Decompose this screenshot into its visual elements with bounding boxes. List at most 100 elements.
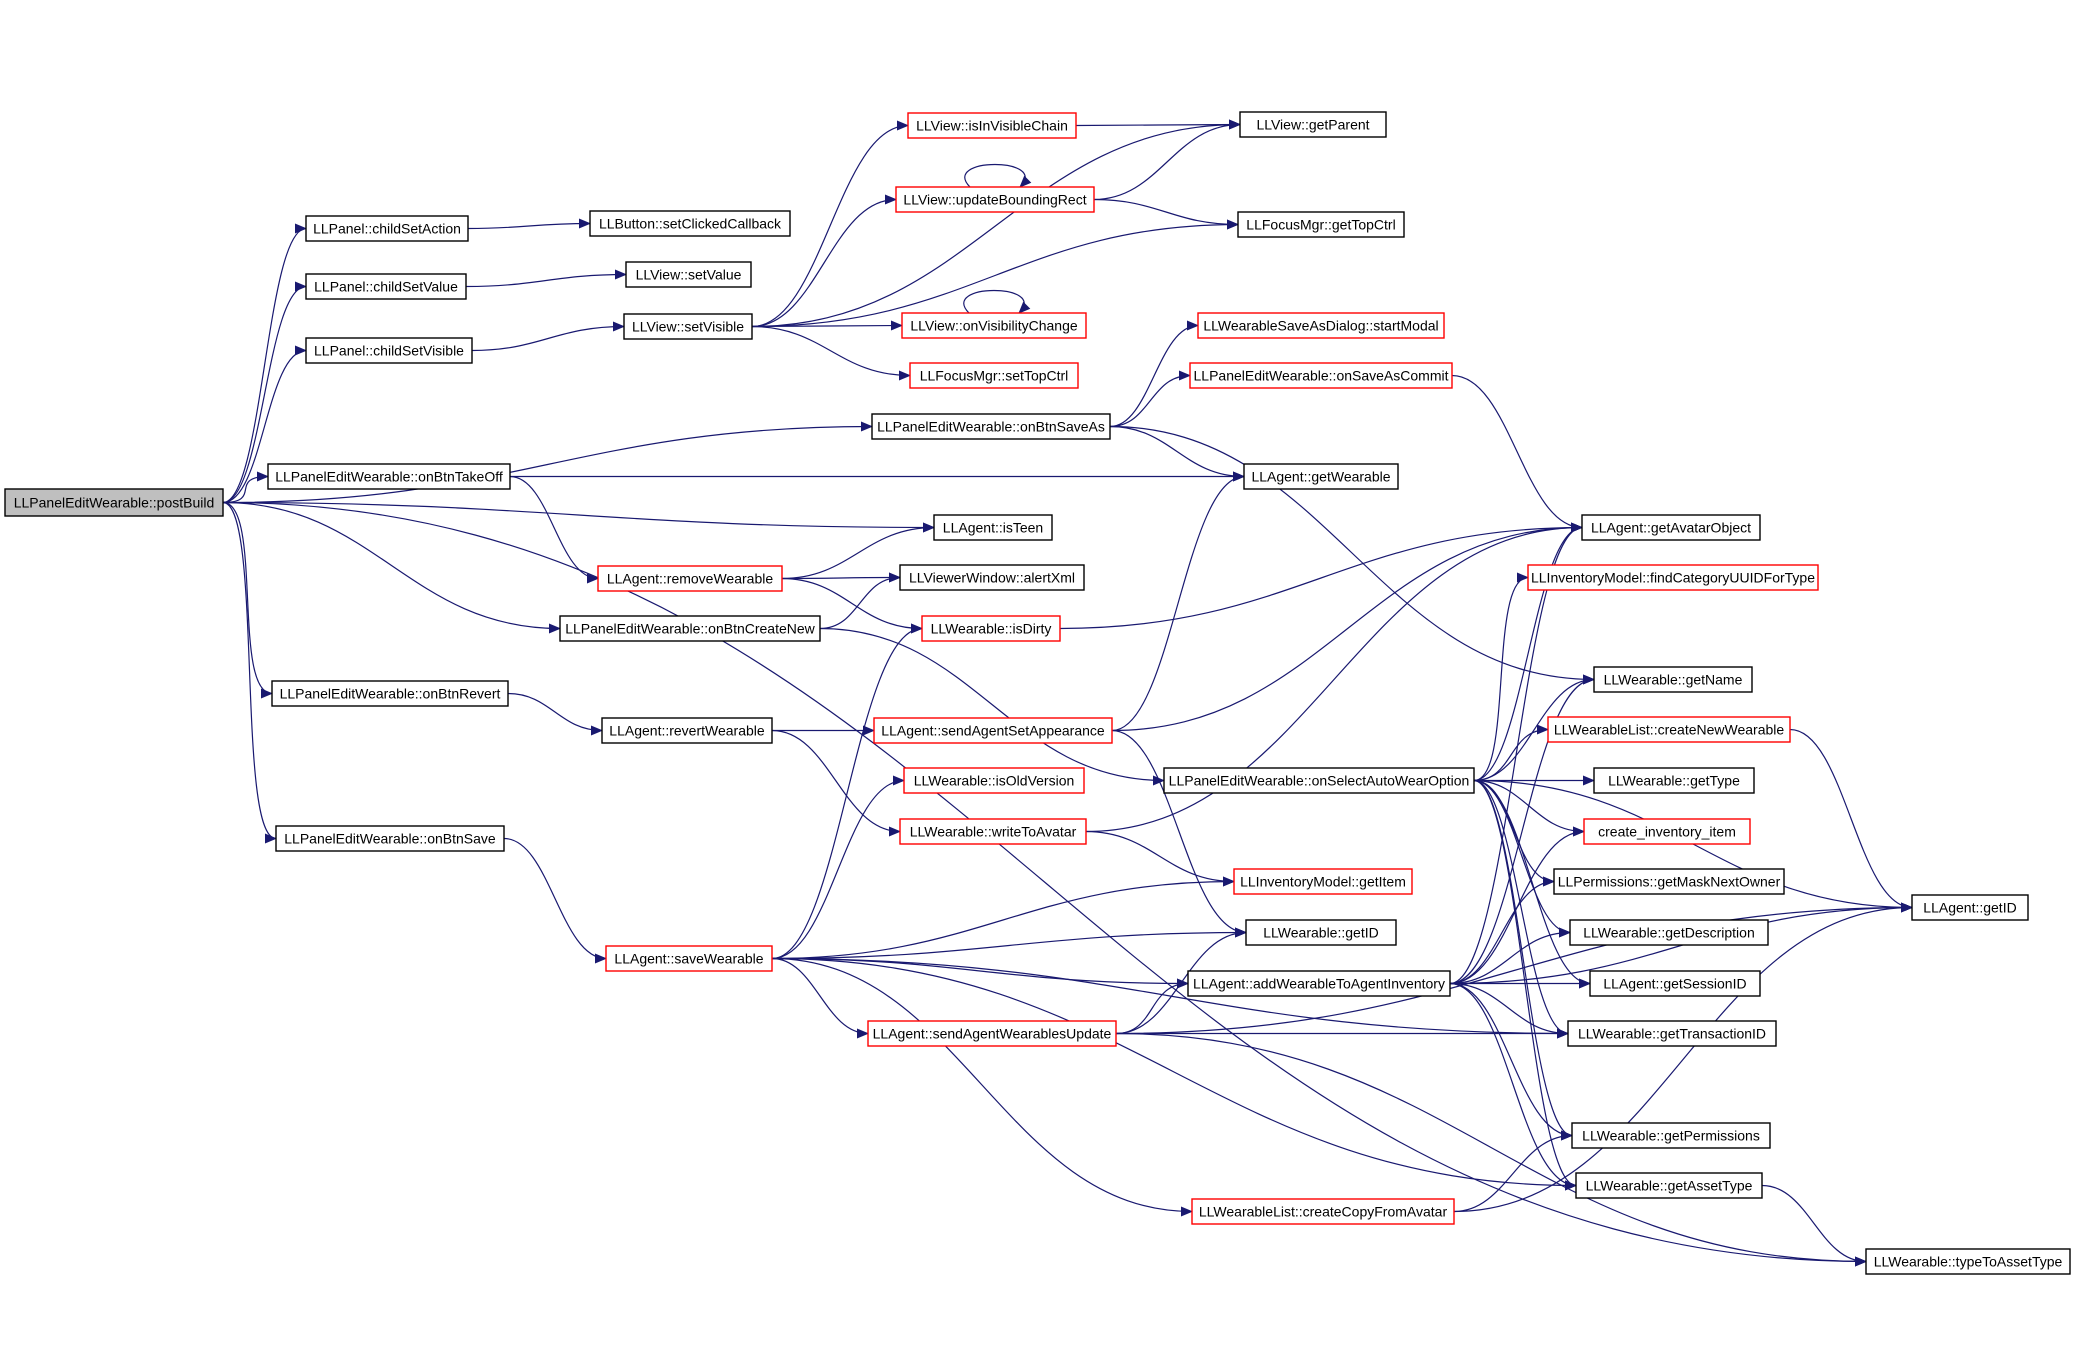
edge-isdirty-to-getavatarobject: [1059, 522, 1583, 630]
edge-removewearable-to-alertxml: [781, 572, 901, 583]
node-typetoassettype[interactable]: LLWearable::typeToAssetType: [1865, 1248, 2071, 1275]
node-box: [1583, 818, 1751, 845]
node-getid-agent[interactable]: LLAgent::getID: [1911, 894, 2029, 921]
node-isteen[interactable]: LLAgent::isTeen: [933, 514, 1053, 541]
node-getparent[interactable]: LLView::getParent: [1239, 111, 1387, 138]
node-label: LLView::updateBoundingRect: [903, 192, 1086, 208]
node-getmasknextowner[interactable]: LLPermissions::getMaskNextOwner: [1553, 868, 1785, 895]
node-label: LLWearable::getTransactionID: [1578, 1026, 1766, 1042]
node-getpermissions[interactable]: LLWearable::getPermissions: [1571, 1122, 1771, 1149]
node-box: [1567, 1020, 1777, 1047]
node-isoldversion[interactable]: LLWearable::isOldVersion: [903, 767, 1085, 794]
edge-sendagentsetappearance-to-getavatarobject: [1111, 522, 1583, 732]
node-label: LLAgent::saveWearable: [614, 951, 763, 967]
node-gettopctrl[interactable]: LLFocusMgr::getTopCtrl: [1237, 211, 1405, 238]
node-box: [1593, 767, 1755, 794]
node-setvalue[interactable]: LLView::setValue: [625, 261, 752, 288]
node-childsetvisible[interactable]: LLPanel::childSetVisible: [305, 337, 473, 364]
node-box: [271, 680, 509, 707]
node-label: LLWearable::getID: [1263, 925, 1378, 941]
node-box: [899, 818, 1087, 845]
node-box: [867, 1020, 1117, 1047]
node-childsetaction[interactable]: LLPanel::childSetAction: [305, 215, 469, 242]
edge-savewearable-to-sendagentwearablesupdate: [771, 957, 869, 1039]
node-setvisible[interactable]: LLView::setVisible: [623, 313, 753, 340]
node-box: [1569, 919, 1769, 946]
node-createnewwearable[interactable]: LLWearableList::createNewWearable: [1547, 716, 1791, 743]
edge-postbuild-to-childsetaction: [222, 223, 307, 504]
node-setclickedcallback[interactable]: LLButton::setClickedCallback: [589, 210, 791, 237]
node-label: LLInventoryModel::findCategoryUUIDForTyp…: [1531, 570, 1815, 586]
edge-onbtncreatenew-to-onselectautowearoption: [819, 627, 1165, 786]
edge-savewearable-to-isoldversion: [771, 775, 905, 960]
node-gettype[interactable]: LLWearable::getType: [1593, 767, 1755, 794]
edge-addwearabletoagentinventory-to-getmasknextowner: [1449, 876, 1555, 985]
edge-postbuild-to-isteen: [222, 501, 935, 533]
node-writetoavatar[interactable]: LLWearable::writeToAvatar: [899, 818, 1087, 845]
node-savewearable[interactable]: LLAgent::saveWearable: [605, 945, 773, 972]
node-onselectautowearoption[interactable]: LLPanelEditWearable::onSelectAutoWearOpt…: [1163, 767, 1475, 794]
node-gettransactionid[interactable]: LLWearable::getTransactionID: [1567, 1020, 1777, 1047]
edge-setvisible-to-onvisibilitychange: [751, 320, 903, 331]
node-getassettype[interactable]: LLWearable::getAssetType: [1575, 1172, 1763, 1199]
node-label: LLView::setValue: [636, 267, 742, 283]
node-getsessionid[interactable]: LLAgent::getSessionID: [1589, 970, 1761, 997]
edge-onbtnsaveas-to-onsaveascommit: [1109, 370, 1191, 428]
node-getitem[interactable]: LLInventoryModel::getItem: [1233, 868, 1413, 895]
node-postbuild[interactable]: LLPanelEditWearable::postBuild: [4, 488, 224, 517]
node-removewearable[interactable]: LLAgent::removeWearable: [597, 565, 783, 592]
node-label: LLInventoryModel::getItem: [1240, 874, 1406, 890]
node-onbtnsaveas[interactable]: LLPanelEditWearable::onBtnSaveAs: [871, 413, 1111, 440]
node-box: [1239, 111, 1387, 138]
node-sendagentwearablesupdate[interactable]: LLAgent::sendAgentWearablesUpdate: [867, 1020, 1117, 1047]
edge-addwearabletoagentinventory-to-gettransactionid: [1449, 982, 1569, 1039]
node-revertwearable[interactable]: LLAgent::revertWearable: [601, 717, 773, 744]
node-onsaveascommit[interactable]: LLPanelEditWearable::onSaveAsCommit: [1189, 362, 1453, 389]
edge-onbtnsaveas-to-startmodal: [1109, 320, 1199, 428]
node-startmodal[interactable]: LLWearableSaveAsDialog::startModal: [1197, 312, 1445, 339]
node-label: LLAgent::sendAgentSetAppearance: [881, 723, 1105, 739]
node-findcategoryuuidfortype[interactable]: LLInventoryModel::findCategoryUUIDForTyp…: [1527, 564, 1819, 591]
node-getavatarobject[interactable]: LLAgent::getAvatarObject: [1581, 514, 1761, 541]
node-isdirty[interactable]: LLWearable::isDirty: [921, 615, 1061, 642]
node-isinvisiblechain[interactable]: LLView::isInVisibleChain: [907, 112, 1077, 139]
node-updateboundingrect[interactable]: LLView::updateBoundingRect: [895, 186, 1095, 213]
node-box: [921, 615, 1061, 642]
edge-addwearabletoagentinventory-to-getdescription: [1449, 927, 1571, 985]
node-sendagentsetappearance[interactable]: LLAgent::sendAgentSetAppearance: [873, 717, 1113, 744]
edge-onselectautowearoption-to-createnewwearable: [1473, 724, 1549, 782]
edge-onselectautowearoption-to-getavatarobject: [1473, 522, 1583, 782]
node-box: [903, 767, 1085, 794]
edge-postbuild-to-onbtntakeoff: [222, 471, 269, 504]
node-onbtnrevert[interactable]: LLPanelEditWearable::onBtnRevert: [271, 680, 509, 707]
node-getid-wearable[interactable]: LLWearable::getID: [1245, 919, 1397, 946]
edge-writetoavatar-to-getitem: [1085, 830, 1235, 887]
node-box: [1547, 716, 1791, 743]
node-getwearable[interactable]: LLAgent::getWearable: [1243, 463, 1399, 490]
edge-onvisibilitychange-to-onvisibilitychange: [963, 289, 1031, 314]
node-alertxml[interactable]: LLViewerWindow::alertXml: [899, 564, 1085, 591]
node-box: [1189, 362, 1453, 389]
node-box: [1581, 514, 1761, 541]
node-createcopyfromavatar[interactable]: LLWearableList::createCopyFromAvatar: [1191, 1198, 1455, 1225]
node-getdescription[interactable]: LLWearable::getDescription: [1569, 919, 1769, 946]
node-getname[interactable]: LLWearable::getName: [1593, 666, 1753, 693]
node-addwearabletoagentinventory[interactable]: LLAgent::addWearableToAgentInventory: [1187, 970, 1451, 997]
edge-removewearable-to-isdirty: [781, 577, 923, 634]
node-label: LLPanelEditWearable::onBtnRevert: [280, 686, 501, 702]
edge-postbuild-to-onbtncreatenew: [222, 501, 561, 634]
edge-onbtncreatenew-to-alertxml: [819, 572, 901, 630]
node-onbtnsave[interactable]: LLPanelEditWearable::onBtnSave: [275, 825, 505, 852]
node-label: LLWearable::getAssetType: [1586, 1178, 1753, 1194]
node-create-inventory-item[interactable]: create_inventory_item: [1583, 818, 1751, 845]
node-onbtntakeoff[interactable]: LLPanelEditWearable::onBtnTakeOff: [267, 463, 511, 490]
edge-updateboundingrect-to-gettopctrl: [1093, 198, 1239, 230]
node-onbtncreatenew[interactable]: LLPanelEditWearable::onBtnCreateNew: [559, 615, 821, 642]
node-label: LLAgent::isTeen: [943, 520, 1043, 536]
node-box: [909, 362, 1079, 389]
node-settopctrl[interactable]: LLFocusMgr::setTopCtrl: [909, 362, 1079, 389]
nodes-layer: LLPanelEditWearable::postBuild LLPanel::c…: [4, 111, 2071, 1275]
node-onvisibilitychange[interactable]: LLView::onVisibilityChange: [901, 312, 1087, 339]
node-childsetvalue[interactable]: LLPanel::childSetValue: [305, 273, 467, 300]
